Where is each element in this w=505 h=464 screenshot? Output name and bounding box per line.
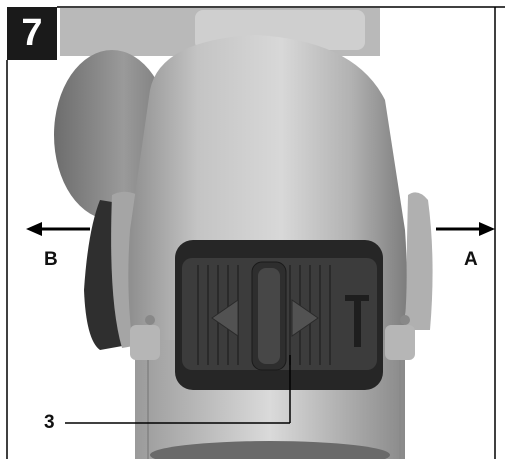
figure-number-badge: 7 (7, 7, 57, 60)
arrow-b-head (26, 222, 42, 236)
label-3: 3 (44, 412, 55, 433)
arrow-a-head (479, 222, 495, 236)
right-knob (405, 192, 433, 330)
label-b: B (44, 249, 58, 270)
arrow-left-marker (211, 299, 239, 337)
arrow-right-marker (291, 299, 319, 337)
label-a: A (464, 249, 478, 270)
